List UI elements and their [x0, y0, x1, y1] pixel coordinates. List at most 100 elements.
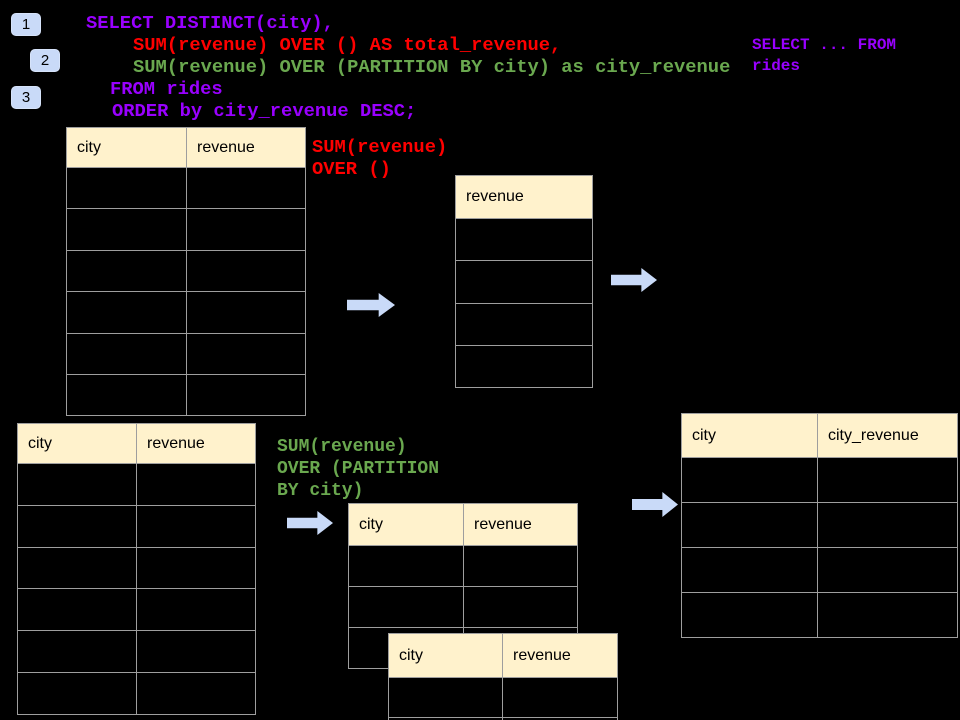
table-cell-empty — [463, 545, 578, 587]
sql-line-select: SELECT DISTINCT(city), — [86, 12, 334, 34]
column-header-revenue: revenue — [463, 503, 578, 546]
table-cell-empty — [66, 208, 187, 251]
table-cell-empty — [17, 546, 137, 590]
sql-line-order-by: ORDER by city_revenue DESC; — [112, 100, 417, 122]
arrow-rides-to-total-result-icon — [347, 293, 395, 317]
table-row — [348, 545, 578, 587]
table-cell-empty — [136, 504, 256, 548]
table-cell-empty — [66, 249, 187, 293]
table-cell-empty — [186, 332, 306, 375]
annotation-sum-over-partition: SUM(revenue) OVER (PARTITION BY city) — [277, 437, 440, 501]
annotation-sum-over-empty: SUM(revenue) OVER () — [312, 136, 448, 180]
table-cell-empty — [817, 592, 958, 638]
table-cell-empty — [136, 671, 256, 715]
table-cell-empty — [681, 547, 818, 593]
table-cell-empty — [463, 586, 578, 628]
header-row: revenue — [455, 175, 593, 219]
column-header-city: city — [66, 127, 187, 168]
column-header-revenue: revenue — [502, 633, 618, 678]
sql-line-from: FROM rides — [110, 78, 223, 100]
column-header-city: city — [681, 413, 818, 458]
sql-line-total-revenue: SUM(revenue) OVER () AS total_revenue, — [133, 34, 562, 56]
table-row — [66, 291, 306, 334]
column-header-city: city — [388, 633, 503, 678]
table-cell-empty — [17, 463, 137, 506]
table-cell-empty — [66, 332, 187, 375]
table-cell-empty — [17, 588, 137, 632]
total-revenue-result-table: revenue — [455, 175, 593, 389]
table-row — [66, 249, 306, 293]
table-cell-empty — [817, 502, 958, 548]
table-row — [388, 677, 618, 718]
table-row — [681, 502, 958, 548]
arrow-partition-to-final-icon — [632, 492, 678, 517]
sql-line-city-revenue: SUM(revenue) OVER (PARTITION BY city) as… — [133, 56, 731, 78]
table-cell-empty — [817, 547, 958, 593]
table-cell-empty — [455, 217, 593, 262]
table-cell-empty — [455, 344, 593, 389]
table-cell-empty — [136, 630, 256, 673]
table-cell-empty — [136, 588, 256, 632]
table-row — [455, 260, 593, 304]
table-row — [66, 166, 306, 210]
table-row — [17, 671, 256, 715]
arrow-partition-to-tables-icon — [287, 511, 333, 535]
table-row — [17, 588, 256, 632]
table-cell-empty — [186, 249, 306, 293]
table-cell-empty — [66, 373, 187, 417]
table-row — [17, 504, 256, 548]
side-note-select-from-rides: SELECT ... FROM rides — [752, 36, 897, 75]
table-row — [681, 592, 958, 638]
table-cell-empty — [455, 260, 593, 304]
table-cell-empty — [186, 208, 306, 251]
table-cell-empty — [17, 630, 137, 673]
column-header-revenue: revenue — [455, 175, 593, 219]
table-row — [388, 717, 618, 720]
step-badge-2: 2 — [30, 49, 60, 72]
table-cell-empty — [388, 677, 503, 718]
table-cell-empty — [502, 717, 618, 720]
table-cell-empty — [186, 166, 306, 210]
table-row — [681, 457, 958, 503]
step-badge-3: 3 — [11, 86, 41, 109]
table-cell-empty — [17, 671, 137, 715]
table-cell-empty — [817, 457, 958, 503]
table-cell-empty — [455, 302, 593, 346]
table-cell-empty — [348, 545, 464, 587]
table-cell-empty — [502, 677, 618, 718]
table-row — [455, 344, 593, 389]
table-cell-empty — [17, 504, 137, 548]
table-row — [17, 630, 256, 673]
table-row — [455, 302, 593, 346]
table-row — [17, 546, 256, 590]
table-cell-empty — [681, 457, 818, 503]
arrow-total-result-to-final-icon — [611, 268, 657, 292]
table-cell-empty — [66, 291, 187, 334]
table-cell-empty — [136, 546, 256, 590]
table-cell-empty — [348, 586, 464, 628]
table-row — [348, 586, 578, 628]
table-row — [66, 332, 306, 375]
table-cell-empty — [186, 373, 306, 417]
column-header-city: city — [348, 503, 464, 546]
table-row — [66, 208, 306, 251]
table-cell-empty — [66, 166, 187, 210]
table-row — [66, 373, 306, 417]
column-header-revenue: revenue — [136, 423, 256, 464]
table-row — [681, 547, 958, 593]
table-cell-empty — [681, 502, 818, 548]
step-badge-1: 1 — [11, 13, 41, 36]
table-cell-empty — [136, 463, 256, 506]
column-header-city_revenue: city_revenue — [817, 413, 958, 458]
table-row — [455, 217, 593, 262]
